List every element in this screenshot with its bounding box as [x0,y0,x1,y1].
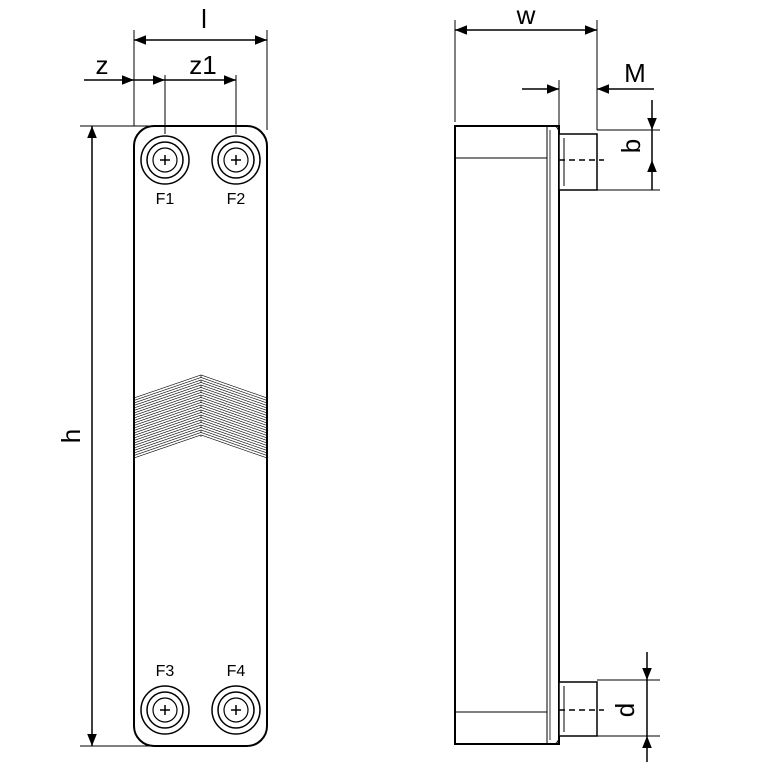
port-label-f1: F1 [156,191,175,208]
dim-b-label: b [616,139,646,153]
chevron-pattern [134,374,267,459]
dim-l-label: l [201,4,207,34]
dim-z1-label: z1 [189,50,216,80]
port-label-f4: F4 [227,663,246,680]
cover-corner-top [547,125,560,135]
side-view: w M b d [454,0,660,762]
dim-d-label: d [610,703,640,717]
port-label-f3: F3 [156,663,175,680]
front-view: F1 F2 F3 F4 l z z1 h [56,4,268,747]
connection-top [558,133,604,191]
dim-w-label: w [516,0,536,30]
body-outline [454,125,560,745]
port-label-f2: F2 [227,191,246,208]
port-f3 [140,685,190,735]
plate-outline [133,125,268,747]
cover-corner-bottom [547,735,560,745]
side-extension-lines [454,20,660,737]
connection-bottom [558,681,604,737]
dim-z-label: z [96,50,109,80]
dim-m-label: M [624,58,646,88]
port-f1 [140,135,190,185]
dim-h-label: h [56,429,86,443]
port-f4 [211,685,261,735]
port-f2 [211,135,261,185]
